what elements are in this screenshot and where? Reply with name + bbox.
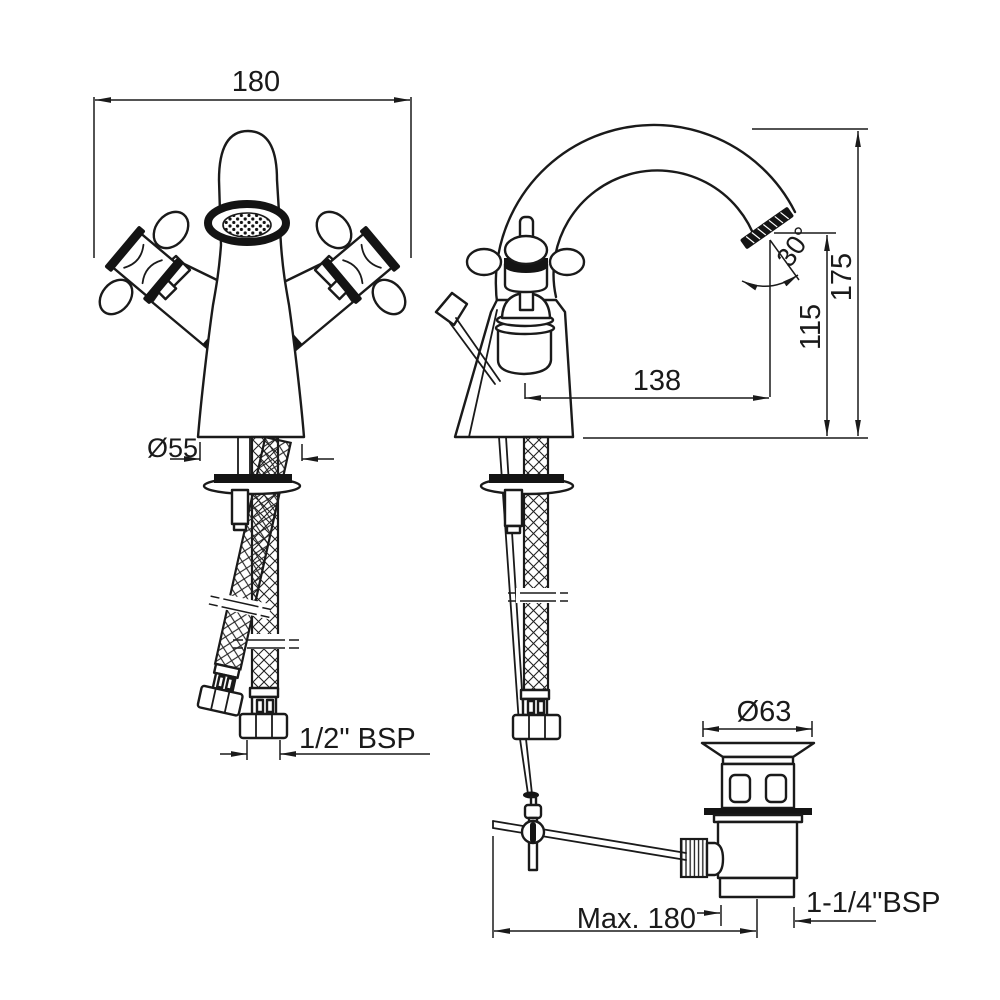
spout-outlet-band (740, 207, 794, 249)
outlet-height-dimension: 115 (774, 232, 836, 436)
supply-hose-angled (196, 435, 293, 717)
inlet-thread-dimension: 1/2" BSP (220, 723, 430, 760)
waste-lever (492, 795, 687, 872)
spout-reach-dimension: 138 (524, 365, 769, 401)
waste-assembly: Ø63 (492, 696, 940, 938)
outlet-height-label: 115 (795, 304, 827, 350)
side-bonnet (494, 282, 556, 376)
front-width-label: 180 (232, 66, 280, 98)
overall-height-dimension: 175 (752, 128, 868, 436)
front-width-dimension: 180 (93, 66, 412, 258)
aerator (204, 200, 290, 246)
max-span-label: Max. 180 (577, 903, 696, 935)
popup-lifter (434, 291, 501, 385)
base-dia-label: Ø55 (147, 433, 198, 463)
waste-dia-dimension: Ø63 (702, 696, 813, 737)
base-gasket (214, 474, 292, 483)
lever-knurl-nut (679, 837, 725, 879)
side-under-deck (479, 435, 575, 799)
max-span-dimension: Max. 180 (492, 836, 758, 938)
front-under-deck (196, 435, 302, 740)
waste-dia-label: Ø63 (737, 696, 792, 728)
inlet-thread-label: 1/2" BSP (299, 723, 416, 755)
side-handle (465, 215, 586, 294)
outlet-angle-label: 30° (771, 222, 819, 273)
waste-body (700, 741, 816, 899)
overall-height-label: 175 (826, 253, 858, 301)
spout-tube (496, 125, 795, 307)
spout-reach-label: 138 (633, 365, 681, 397)
waste-thread-label: 1-1/4"BSP (806, 887, 940, 919)
base-dia-dimension: Ø55 (147, 433, 334, 463)
valve-and-handle-left (98, 210, 254, 355)
side-view: 30° (434, 123, 868, 799)
waste-thread-dimension: 1-1/4"BSP (793, 887, 940, 928)
front-view: 180 (93, 66, 430, 760)
